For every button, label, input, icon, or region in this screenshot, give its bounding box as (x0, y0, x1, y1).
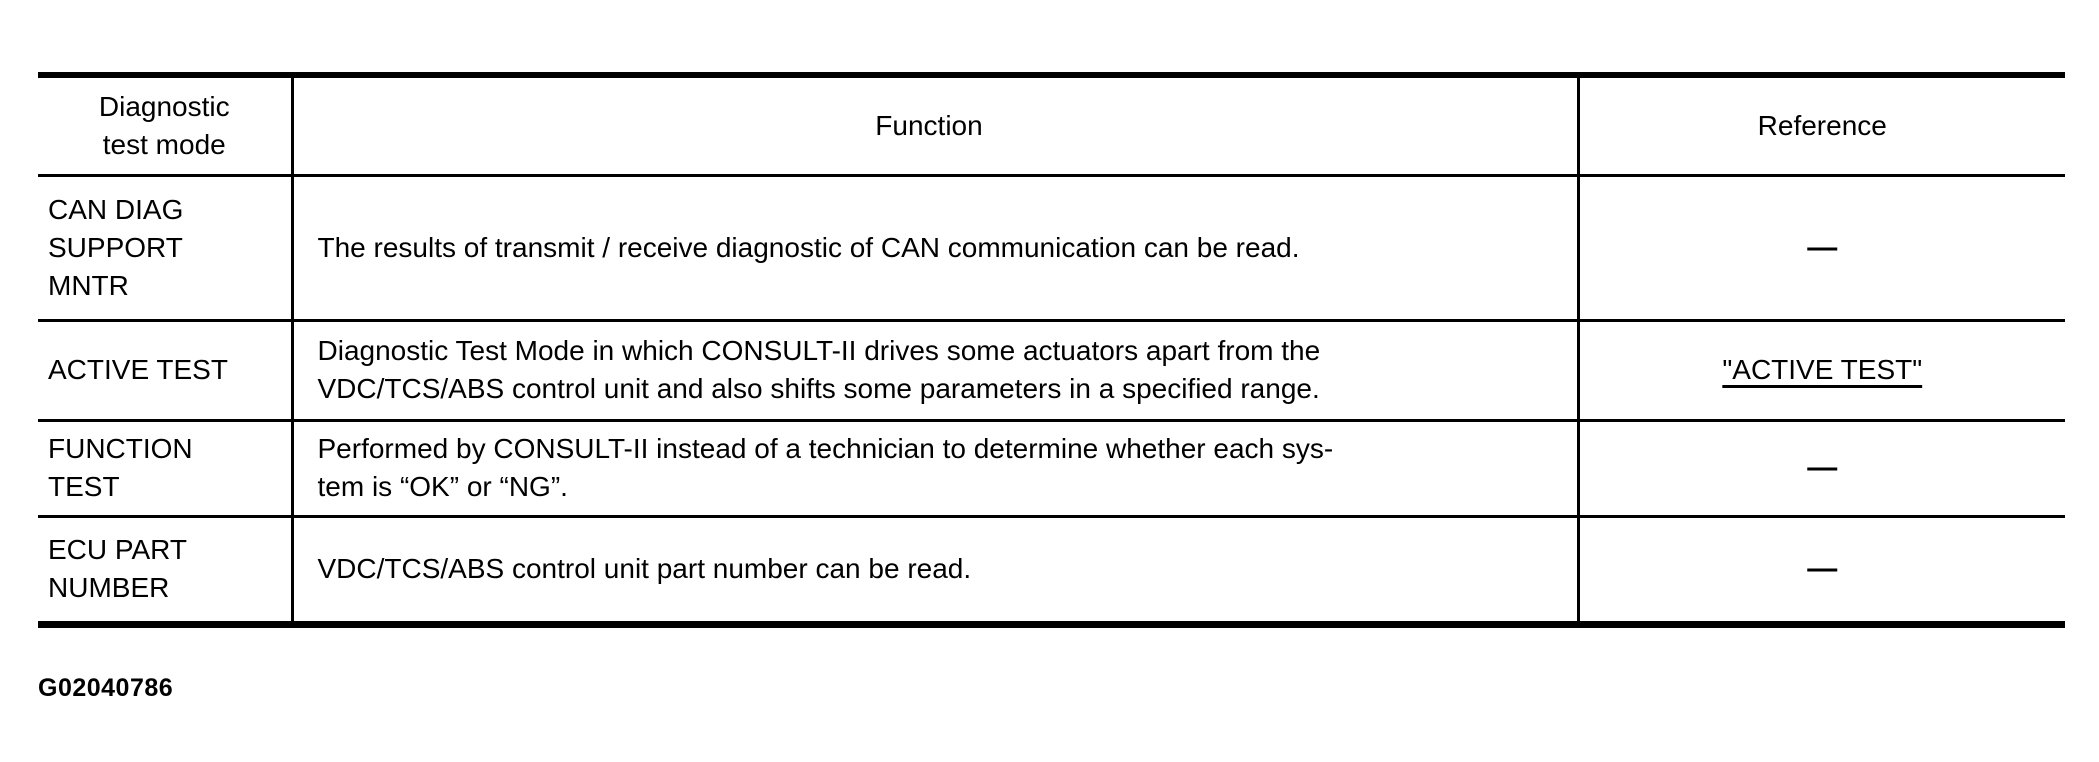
diagnostic-test-mode-table: Diagnostic test mode Function Reference … (38, 72, 2065, 628)
function-can-diag-support-mntr: The results of transmit / receive diagno… (292, 175, 1580, 322)
table-row: ECU PART NUMBER VDC/TCS/ABS control unit… (38, 516, 2065, 624)
table-row: CAN DIAG SUPPORT MNTR The results of tra… (38, 175, 2065, 322)
header-reference: Reference (1578, 75, 2065, 177)
reference-dash: — (1807, 552, 1838, 585)
reference-dash: — (1807, 451, 1838, 484)
reference-dash: — (1807, 230, 1838, 264)
table-row: FUNCTION TEST Performed by CONSULT-II in… (38, 420, 2065, 518)
function-function-test: Performed by CONSULT-II instead of a tec… (292, 420, 1580, 518)
mode-function-test: FUNCTION TEST (38, 420, 294, 518)
mode-ecu-part-number: ECU PART NUMBER (38, 516, 294, 624)
figure-id-caption: G02040786 (38, 674, 174, 702)
table-header-row: Diagnostic test mode Function Reference (38, 75, 2065, 177)
header-function: Function (292, 75, 1580, 177)
function-active-test: Diagnostic Test Mode in which CONSULT-II… (292, 320, 1580, 422)
mode-active-test: ACTIVE TEST (38, 320, 294, 422)
active-test-reference-link[interactable]: "ACTIVE TEST" (1722, 354, 1923, 385)
table-row: ACTIVE TEST Diagnostic Test Mode in whic… (38, 320, 2065, 422)
mode-can-diag-support-mntr: CAN DIAG SUPPORT MNTR (38, 175, 294, 322)
function-ecu-part-number: VDC/TCS/ABS control unit part number can… (292, 516, 1580, 624)
header-diagnostic-test-mode: Diagnostic test mode (38, 75, 294, 177)
